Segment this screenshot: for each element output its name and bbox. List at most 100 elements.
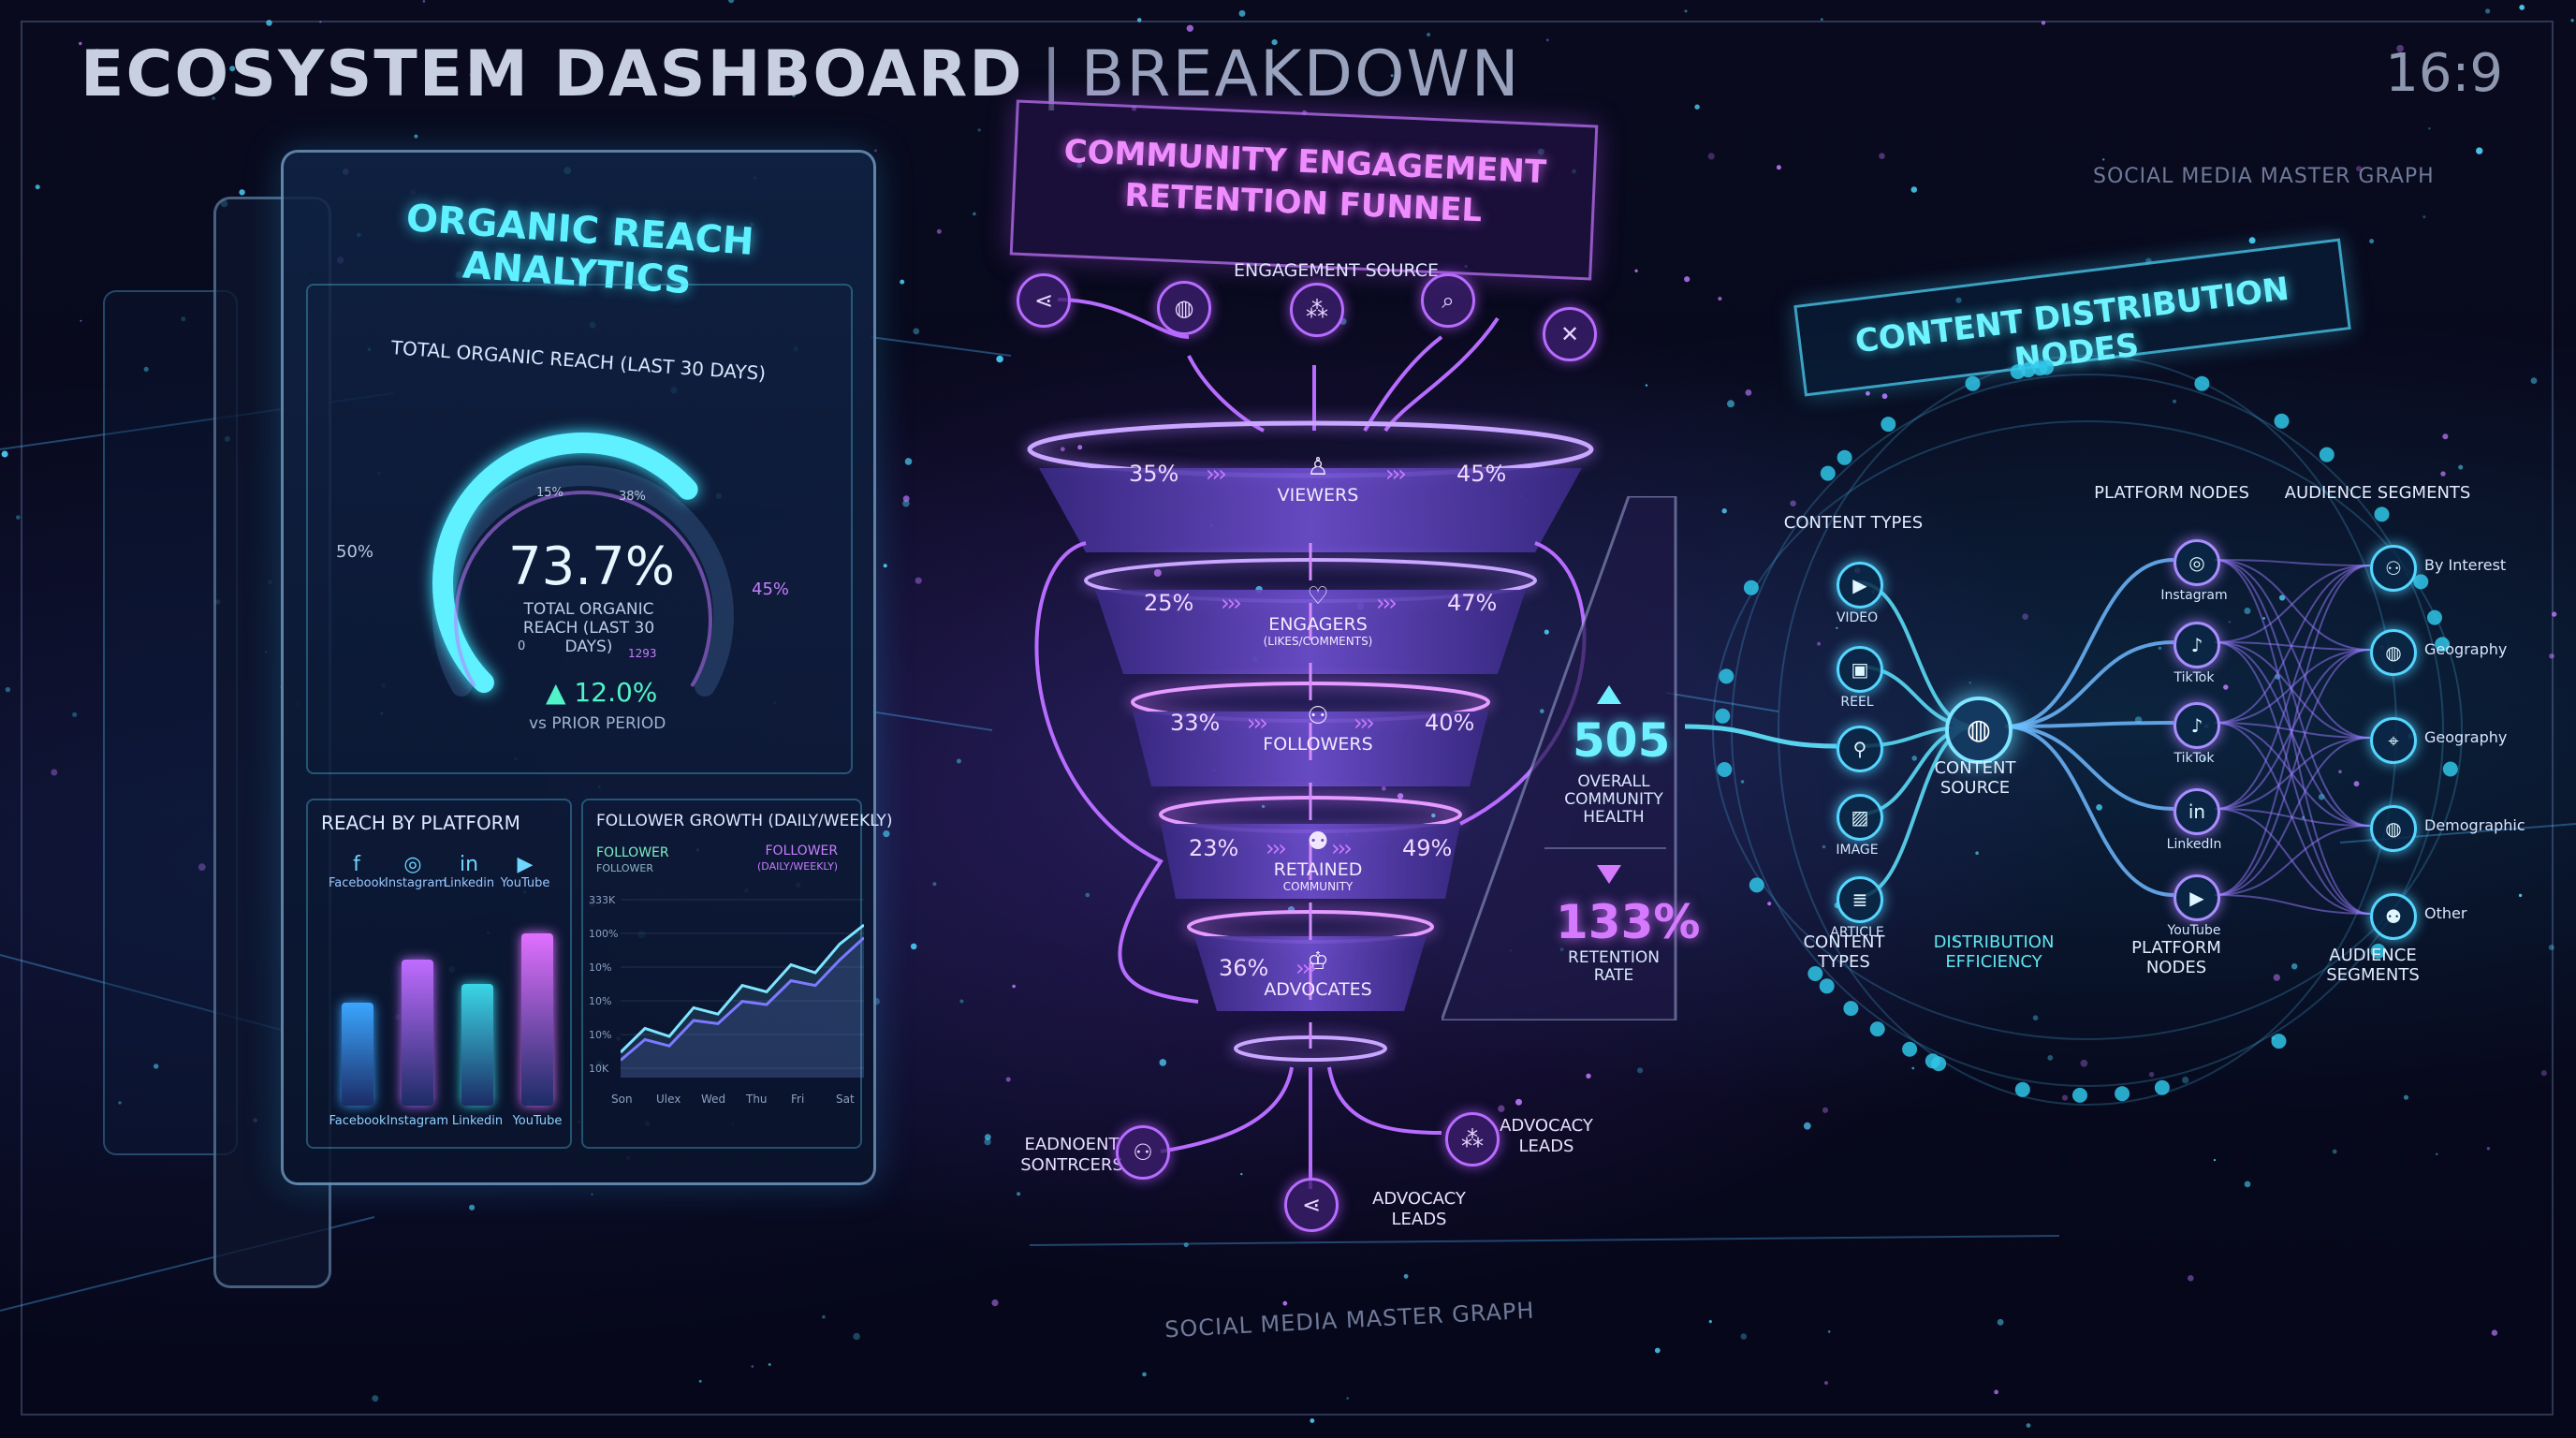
user-card-icon[interactable]: ⚲	[1837, 726, 1883, 772]
particle	[1953, 937, 1957, 941]
particle	[902, 499, 910, 507]
particle	[902, 495, 910, 503]
globe-icon[interactable]: ◍	[2370, 629, 2417, 676]
globe-icon[interactable]: ◍	[2370, 805, 2417, 852]
group-icon: ⚇	[1307, 702, 1329, 730]
particle	[1397, 793, 1404, 800]
growth-y-tick: 10%	[589, 961, 612, 974]
group-icon[interactable]: ⚉	[2370, 893, 2417, 940]
funnel-output-center-label: ADVOCACY LEADS	[1372, 1189, 1466, 1229]
content-source-node[interactable]: ◍	[1945, 697, 2012, 764]
particle	[1776, 165, 1781, 170]
chevrons-right-icon: ›››	[1376, 590, 1398, 616]
particle	[211, 81, 218, 88]
tiktok-icon[interactable]: ♪	[2174, 702, 2220, 749]
globe-node	[2370, 943, 2386, 959]
funnel-graphic	[1027, 298, 1594, 1189]
search-user-icon[interactable]: ⌕	[1421, 273, 1475, 328]
particle	[1403, 1273, 1409, 1279]
particle	[1684, 276, 1690, 283]
flow-link	[2214, 894, 2371, 915]
platform-legend-label: Instagram	[385, 876, 447, 890]
particle	[2458, 464, 2464, 470]
flow-link	[2214, 737, 2371, 896]
globe-node	[2014, 1081, 2030, 1097]
aspect-ratio-label: 16:9	[2385, 43, 2503, 104]
globe-node	[2194, 375, 2210, 391]
particle	[956, 758, 961, 764]
play-icon[interactable]: ▶	[1837, 562, 1883, 609]
particle	[2422, 215, 2426, 219]
platform-bar-label: Instagram	[386, 1114, 449, 1128]
growth-series-a	[621, 923, 864, 1054]
globe-node	[2374, 506, 2390, 522]
particle	[2356, 166, 2362, 172]
audience-segment-label: Other	[2424, 904, 2467, 922]
particle	[1790, 500, 1796, 506]
reel-icon[interactable]: ▣	[1837, 646, 1883, 693]
particle	[319, 21, 322, 23]
particle	[2485, 8, 2491, 14]
growth-series-a-area	[621, 925, 864, 1078]
growth-y-tick: 10%	[589, 1029, 612, 1041]
globe-node	[2442, 761, 2458, 777]
particle	[372, 1395, 379, 1402]
particle	[2519, 5, 2525, 10]
particle	[768, 1363, 771, 1366]
particle	[1381, 785, 1386, 791]
funnel-stage-name: ADVOCATES	[1264, 979, 1372, 1000]
particle	[1707, 153, 1715, 160]
particle	[1346, 1397, 1349, 1400]
globe-icon[interactable]: ◍	[1157, 281, 1211, 335]
particle	[1911, 756, 1917, 761]
globe-node	[2032, 360, 2048, 376]
community-icon[interactable]: ⁂	[1290, 283, 1344, 337]
gauge-tick-left: 50%	[336, 542, 374, 562]
instagram-icon[interactable]: ◎	[2174, 539, 2220, 586]
particle	[1822, 1107, 1829, 1113]
globe-node	[2427, 609, 2442, 625]
flow-link	[2214, 649, 2371, 896]
platform-node-label: Instagram	[2160, 588, 2228, 603]
particle	[1240, 1172, 1243, 1176]
funnel-stage-right-pct: 49%	[1402, 835, 1453, 861]
tools-icon[interactable]: ✕	[1543, 307, 1597, 361]
image-icon[interactable]: ▨	[1837, 794, 1883, 841]
globe-ring	[1712, 420, 2463, 1040]
particle	[1997, 1318, 2004, 1326]
funnel-output-left-label: EADNOENT SONTRCERS	[1020, 1135, 1123, 1175]
group-icon[interactable]: ⚇	[2370, 545, 2417, 592]
globe-node	[1837, 449, 1852, 465]
tiktok-icon[interactable]: ♪	[2174, 622, 2220, 668]
particle	[904, 458, 913, 465]
linkedin-icon[interactable]: in	[2174, 788, 2220, 835]
particle	[2102, 158, 2105, 161]
particle	[1431, 813, 1436, 818]
particle	[1740, 1333, 1748, 1340]
youtube-icon[interactable]: ▶	[2174, 874, 2220, 921]
funnel-stage-right-pct: 47%	[1447, 590, 1498, 616]
particle	[1740, 780, 1745, 784]
particle	[977, 128, 981, 132]
audience-segments-top-label: AUDIENCE SEGMENTS	[2284, 483, 2471, 503]
location-icon[interactable]: ⌖	[2370, 717, 2417, 764]
funnel-stage-engagers: ENGAGERS(LIKES/COMMENTS)	[1224, 614, 1412, 648]
follower-growth-title: FOLLOWER GROWTH (DAILY/WEEKLY)	[596, 812, 893, 830]
particle	[2213, 1159, 2217, 1162]
particle	[822, 1314, 826, 1319]
globe-node	[2271, 1034, 2287, 1049]
retention-rate-value: 133%	[1556, 895, 1701, 949]
particle	[2476, 147, 2483, 154]
funnel-stage-name: FOLLOWERS	[1263, 734, 1373, 755]
particle	[2548, 945, 2554, 950]
share-icon[interactable]: ⋖	[1017, 273, 1071, 328]
article-icon[interactable]: ≣	[1837, 876, 1883, 923]
particle	[1, 450, 8, 458]
particle	[1017, 1192, 1021, 1196]
flow-link	[2004, 558, 2174, 728]
community-metric-panel	[1442, 496, 1677, 1020]
globe-node	[1902, 1041, 1918, 1057]
particle	[2173, 399, 2176, 404]
growth-x-tick: Son	[611, 1093, 633, 1106]
